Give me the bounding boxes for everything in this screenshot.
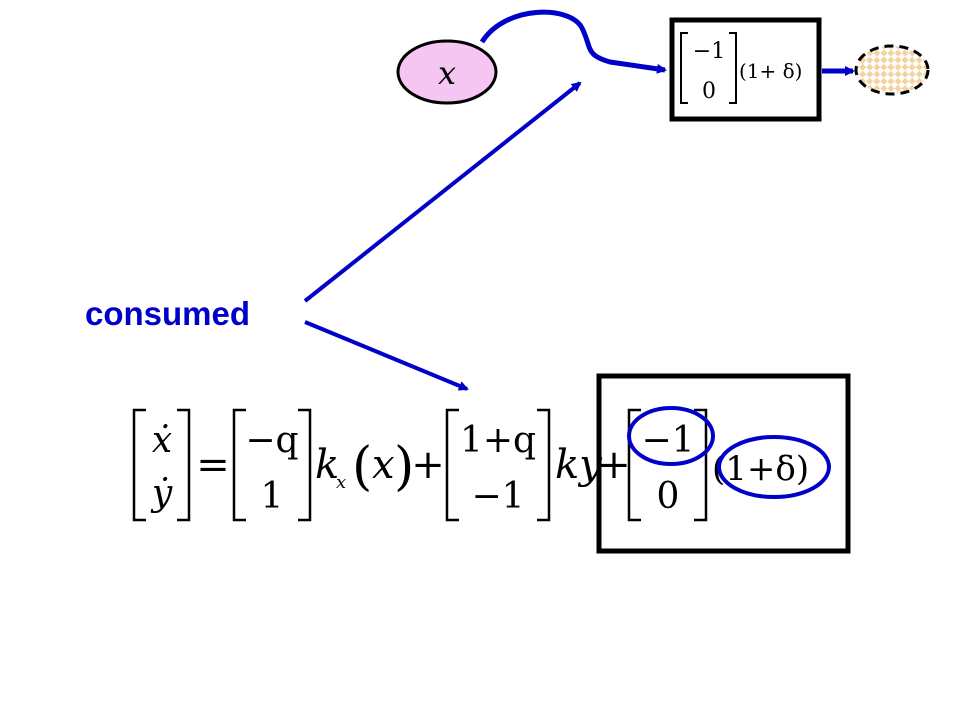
factor-highlight-ring: [717, 435, 831, 499]
vector2-bottom: −1: [471, 476, 524, 517]
vector1-bracket-left: [232, 408, 246, 522]
small-box-bracket-left: [680, 32, 688, 104]
vector1-bracket-right: [298, 408, 312, 522]
vector1-top: −q: [245, 420, 298, 461]
small-box-vector-bottom: 0: [702, 79, 716, 104]
k-symbol: k: [315, 442, 339, 488]
equation-highlight-box: [596, 373, 851, 554]
consumed-to-equation-arrow: [304, 320, 469, 391]
consumed-label: consumed: [85, 295, 250, 332]
lhs-bracket-right: [177, 408, 191, 522]
vector2-bracket-right: [537, 408, 551, 522]
lhs-x-dot: ẋ: [152, 420, 172, 461]
k-subscript: x: [336, 472, 346, 493]
function-arg-x: x: [372, 442, 395, 488]
vector3-bracket-left: [627, 408, 641, 522]
vector2-top: 1+q: [460, 420, 536, 461]
plus-sign-1: +: [411, 442, 445, 488]
small-box: [669, 17, 822, 122]
vector3-bracket-right: [694, 408, 708, 522]
equals-sign: =: [196, 442, 230, 488]
lhs-bracket-left: [132, 408, 146, 522]
small-box-bracket-right: [729, 32, 737, 104]
small-box-vector-top: −1: [693, 39, 725, 64]
small-box-factor: (1+ δ): [739, 59, 803, 83]
ky-term: ky: [555, 442, 603, 488]
x-node[interactable]: [396, 39, 498, 105]
target-node[interactable]: [854, 44, 930, 96]
close-paren: ): [394, 437, 414, 497]
consumed-to-box-arrow: [303, 81, 582, 303]
vector3-top: −1: [641, 420, 694, 461]
plus-sign-2: +: [597, 442, 631, 488]
vector-highlight-ring: [627, 406, 715, 466]
x-to-box-connector: [479, 9, 667, 74]
lhs-y-dot: ẏ: [150, 473, 173, 514]
vector1-bottom: 1: [261, 476, 284, 517]
vector3-bottom: 0: [657, 476, 680, 517]
x-node-label: x: [438, 54, 456, 92]
vector2-bracket-left: [445, 408, 459, 522]
open-paren: (: [352, 437, 372, 497]
